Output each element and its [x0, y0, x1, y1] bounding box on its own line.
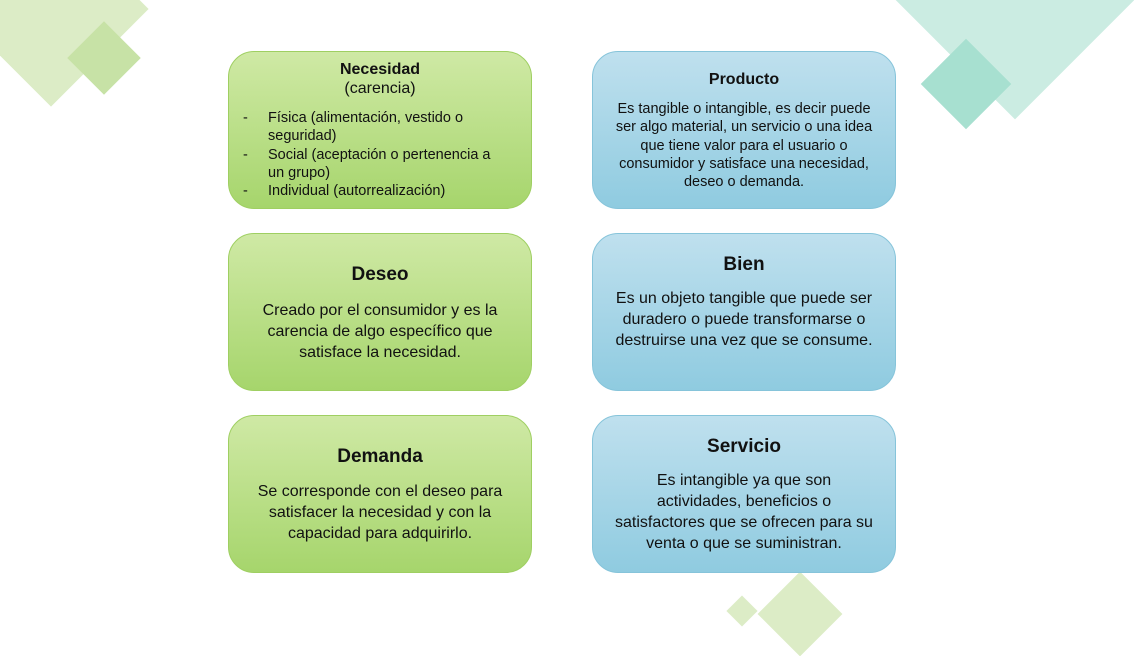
card-title: Necesidad — [339, 61, 421, 78]
decorative-diamond — [757, 571, 843, 656]
card-producto: Producto Es tangible o intangible, es de… — [592, 51, 896, 209]
card-subtitle: (carencia) — [344, 80, 416, 97]
card-body: Es un objeto tangible que puede ser dura… — [615, 290, 873, 349]
list-item: - Individual (autorrealización) — [243, 182, 507, 200]
list-item-text: Social (aceptación o pertenencia a un gr… — [268, 146, 491, 181]
card-body: Es tangible o intangible, es decir puede… — [615, 101, 873, 191]
card-title: Demanda — [337, 446, 423, 467]
needs-list: - Física (alimentación, vestido o segurid… — [229, 109, 531, 200]
dash-bullet: - — [243, 146, 248, 163]
card-title: Producto — [708, 71, 780, 88]
card-title: Bien — [723, 254, 765, 275]
list-item-text: Individual (autorrealización) — [268, 183, 446, 200]
card-deseo: Deseo Creado por el consumidor y es la c… — [228, 233, 532, 391]
dash-bullet: - — [243, 110, 248, 126]
dash-bullet: - — [243, 183, 248, 200]
list-item-text: Física (alimentación, vestido o segurida… — [268, 110, 464, 145]
list-item: - Física (alimentación, vestido o segurid… — [243, 109, 507, 146]
card-servicio: Servicio Es intangible ya que son activi… — [592, 415, 896, 573]
list-item: - Social (aceptación o pertenencia a un g… — [243, 146, 507, 183]
card-title: Deseo — [351, 264, 409, 285]
card-body: Es intangible ya que son actividades, be… — [615, 472, 873, 552]
card-body: Se corresponde con el deseo para satisfa… — [257, 483, 503, 542]
card-body: Creado por el consumidor y es la carenci… — [262, 302, 498, 361]
card-necesidad: Necesidad (carencia) - Física (alimentaci… — [228, 51, 532, 209]
decorative-diamond — [726, 595, 758, 627]
card-title: Servicio — [707, 436, 781, 457]
card-demanda: Demanda Se corresponde con el deseo para… — [228, 415, 532, 573]
card-bien: Bien Es un objeto tangible que puede ser… — [592, 233, 896, 391]
decorative-diamond — [880, 0, 1134, 120]
